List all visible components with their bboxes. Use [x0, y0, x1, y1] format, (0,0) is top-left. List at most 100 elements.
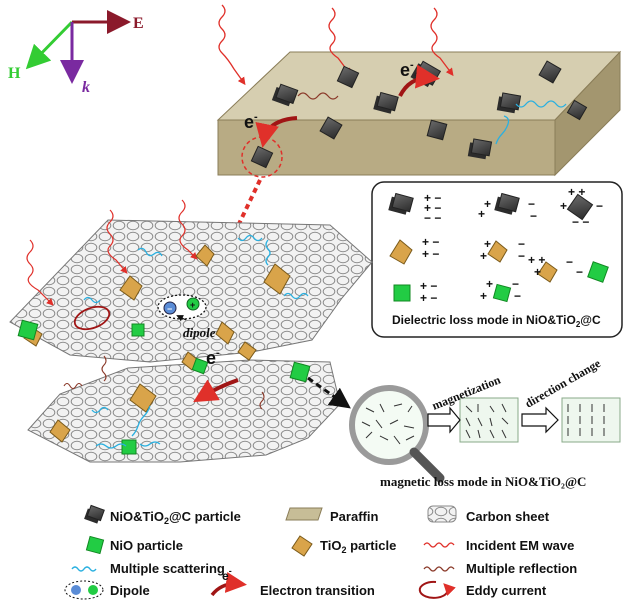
zoom-arrow: [234, 179, 262, 231]
nio-particle: [289, 361, 311, 383]
svg-text:− −: − −: [424, 211, 441, 225]
multiple-scattering-wave: [515, 100, 567, 108]
legend-incident-wave-text: Incident EM wave: [466, 538, 574, 553]
charge-signs: + −+ −− − ++−− + ++−− − + −+ − ++−− + ++…: [420, 185, 603, 305]
svg-text:+ −: + −: [422, 247, 439, 261]
legend-nio-text: NiO particle: [110, 538, 183, 553]
incident-waves-sheets: [26, 199, 198, 306]
multiple-reflection-wave: [297, 92, 339, 100]
svg-text:+: +: [484, 237, 491, 251]
nio-tio2-c-particle: [336, 65, 360, 89]
carbon-sheets: [9, 219, 373, 463]
svg-text:+: +: [478, 207, 485, 221]
electron-transition-arrow: [193, 378, 239, 403]
nio-tio2-c-particle: [426, 119, 448, 141]
svg-text:+ −: + −: [420, 279, 437, 293]
legend-nio-icon: [85, 535, 105, 555]
nio-particle: [121, 439, 137, 455]
magnifier-lens: [349, 385, 429, 465]
legend: NiO&TiO2@C particle Paraffin Carbon shee…: [64, 504, 577, 600]
legend-eddy-icon: [418, 580, 456, 599]
legend-nio-tio2-c-text: NiO&TiO2@C particle: [110, 509, 241, 526]
legend-dipole-text: Dipole: [110, 583, 150, 598]
incident-wave: [218, 4, 246, 86]
svg-text:+: +: [534, 265, 541, 279]
tio2-particle: [237, 341, 257, 361]
legend-carbon-sheet-text: Carbon sheet: [466, 509, 550, 524]
dielectric-particles: [388, 192, 609, 303]
nio-tio2-c-particle: [496, 92, 522, 114]
svg-text:−: −: [518, 249, 525, 263]
svg-text:+: +: [560, 199, 567, 213]
nio-tio2-c-particle: [250, 145, 274, 169]
block-particles: [250, 60, 588, 169]
dipole-negative-pole: [163, 301, 177, 315]
electron-transition-arrow: [255, 116, 298, 148]
svg-text:−: −: [566, 255, 573, 269]
nio-particle: [131, 323, 145, 337]
svg-text:+ −: + −: [422, 235, 439, 249]
legend-incident-wave-icon: [423, 542, 455, 548]
plus-sign: +: [190, 300, 195, 310]
legend-reflection-icon: [423, 566, 455, 572]
svg-text:+ −: + −: [420, 291, 437, 305]
paraffin-side-face: [554, 50, 621, 177]
legend-nio-tio2-c-icon: [84, 504, 105, 524]
sheet-reflection: [63, 355, 265, 410]
e-field-label: E: [133, 15, 144, 32]
electron-transition-arrow: [398, 64, 440, 97]
nio-tio2-c-particle: [538, 60, 562, 84]
legend-dipole-negative: [71, 585, 81, 595]
dipole-pointer: [176, 315, 187, 322]
svg-text:−: −: [514, 289, 521, 303]
tio2-particle: [215, 321, 235, 345]
svg-text:+: +: [480, 249, 487, 263]
electron-label: e-: [244, 111, 258, 132]
dielectric-loss-panel: + −+ −− − ++−− + ++−− − + −+ − ++−− + ++…: [371, 181, 623, 338]
multiple-scattering-wave: [495, 115, 510, 145]
dielectric-caption: Dielectric loss mode in NiO&TiO2@C: [392, 313, 601, 329]
carbon-sheet-upper: [9, 219, 373, 363]
h-field-label: H: [8, 65, 21, 82]
svg-text:+: +: [484, 197, 491, 211]
svg-text:+: +: [486, 277, 493, 291]
dipole-label: dipole: [183, 325, 216, 340]
nio-tio2-c-particle: [373, 91, 399, 114]
sheet-scattering: [83, 234, 309, 449]
incident-waves-block: [218, 4, 454, 86]
nio-tio2-c-particle: [566, 99, 588, 121]
svg-text:+ −: + −: [424, 201, 441, 215]
h-field-arrow: [25, 20, 74, 70]
sheet-particles: [17, 244, 311, 455]
spin-grid-changed: [561, 397, 621, 443]
nio-particle: [17, 319, 39, 341]
magnetic-zoom-arrow: [307, 376, 351, 409]
legend-tio2-icon: [291, 535, 313, 557]
nio-tio2-c-particle: [467, 138, 493, 160]
spin-grid-aligned: [459, 397, 519, 443]
legend-electron-symbol: e-: [222, 566, 232, 583]
svg-text:−: −: [576, 265, 583, 279]
legend-carbon-sheet-icon: [427, 505, 457, 523]
legend-eddy-text: Eddy current: [466, 583, 547, 598]
legend-dipole-positive: [88, 585, 98, 595]
paraffin-top-face: [216, 51, 622, 121]
axis-triad: E H k: [8, 10, 144, 96]
svg-text:−: −: [512, 277, 519, 291]
legend-reflection-text: Multiple reflection: [466, 561, 577, 576]
legend-paraffin-icon: [285, 507, 323, 521]
direction-change-arrow: [521, 406, 559, 434]
legend-electron-text: Electron transition: [260, 583, 375, 598]
tio2-particle: [129, 383, 157, 413]
legend-scattering-text: Multiple scattering: [110, 561, 225, 576]
tio2-particle: [49, 419, 71, 443]
legend-electron-icon: [210, 572, 247, 597]
svg-text:−: −: [528, 197, 535, 211]
incident-wave: [328, 7, 352, 77]
lens-spin-pattern: [361, 403, 415, 445]
magnifier: [349, 385, 445, 483]
svg-text:−: −: [518, 237, 525, 251]
zoom-highlight-circle: [241, 136, 283, 178]
